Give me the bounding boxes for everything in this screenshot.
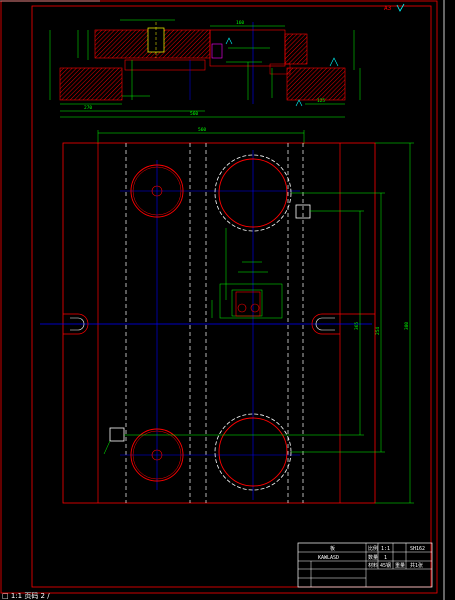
title-block-scale: 1:1 (381, 546, 390, 552)
sheet-inner-border (31, 5, 432, 588)
bushing-hole-bottom (130, 428, 184, 482)
title-block-sheet: 共1张 (410, 562, 423, 569)
check-mark-icon (396, 3, 405, 12)
center-detail-hole-2 (250, 303, 260, 313)
locator-leader (103, 440, 111, 455)
title-block-scale-label: 比例 (368, 545, 378, 552)
title-block-qty: 1 (384, 555, 387, 561)
right-slot (311, 313, 375, 335)
title-block-weight-label: 重量 (395, 562, 405, 569)
left-slot-inner (70, 317, 85, 331)
title-block-qty-label: 数量 (368, 554, 378, 561)
section-dim-label-total: 560 (190, 111, 198, 117)
locator-square-top (295, 204, 311, 219)
sheet-outer-border (0, 0, 438, 594)
center-detail-frame (219, 283, 283, 319)
plan-view: 560 (40, 127, 414, 504)
right-slot-inner (315, 317, 335, 331)
bushing-pin-bottom (151, 449, 163, 461)
section-gap-body (209, 29, 286, 67)
large-hole-top (218, 158, 288, 228)
plate-outline (62, 142, 376, 504)
center-detail-block (235, 291, 261, 317)
title-block-frame (297, 542, 433, 588)
roughness-icon-1 (329, 57, 339, 67)
plan-dim-side-label: 254 (375, 327, 381, 335)
roughness-icon-3 (225, 37, 233, 45)
section-upper-right-hatch (284, 33, 308, 65)
large-hole-bottom (218, 417, 288, 487)
section-dim-label-mid: 270 (84, 105, 92, 111)
title-block-subtitle: KAWLASD (318, 555, 339, 561)
section-lower-right-hatch (286, 67, 346, 101)
locator-square-bottom (109, 427, 125, 442)
roughness-icon-2 (295, 99, 303, 107)
plan-dim-width-label: 560 (198, 127, 206, 133)
left-slot (63, 313, 89, 335)
plan-dim-height-label: 380 (404, 322, 410, 330)
status-bar: □ 1:1 页码 2 / (2, 592, 50, 600)
section-dim-label-offset: 160 (236, 20, 244, 26)
title-block-title: 板 (330, 545, 335, 552)
center-detail-hole-1 (237, 303, 247, 313)
section-pin (211, 43, 223, 59)
section-view: 560 270 125 160 (49, 19, 361, 118)
section-lower-left-hatch (59, 67, 123, 101)
section-dim-label-right: 125 (317, 98, 325, 104)
section-mid-block (124, 59, 206, 71)
bushing-hole-top (130, 164, 184, 218)
section-right-boss (269, 63, 291, 75)
title-block-material-label: 材料 (368, 562, 378, 569)
title-block-material: 45钢 (380, 562, 391, 569)
bushing-pin-top (151, 185, 163, 197)
title-block-code: SH162 (410, 546, 425, 552)
center-detail-inner (231, 289, 263, 317)
plan-dim-inner-label: 365 (354, 322, 360, 330)
bushing-hole-bottom-inner (132, 430, 182, 480)
sheet-size-mark: A3 (384, 5, 392, 12)
title-block: 板 KAWLASD 比例 1:1 SH162 数量 1 材料 45钢 重量 共1… (297, 542, 433, 588)
bushing-hole-top-inner (132, 166, 182, 216)
